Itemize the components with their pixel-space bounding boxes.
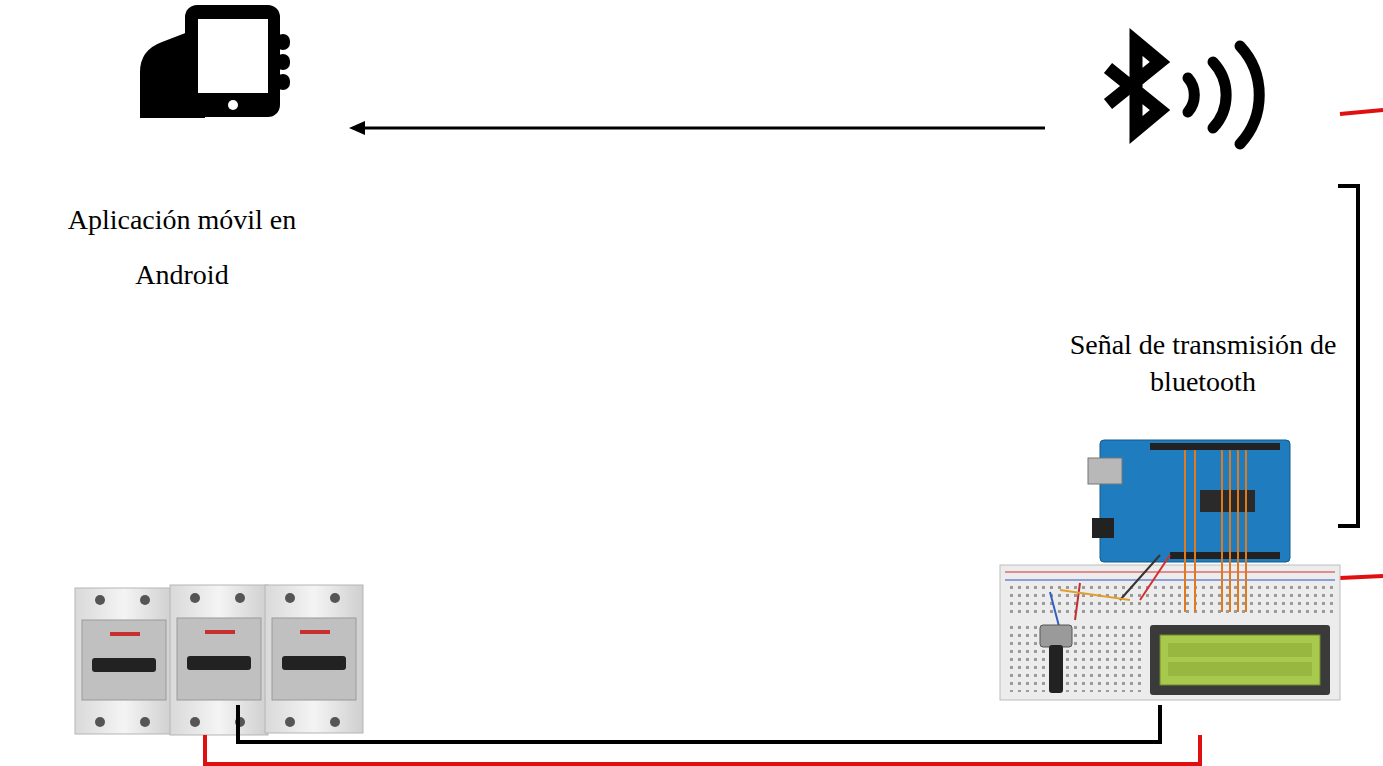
app-node: Aplicación móvil en Android [20, 0, 344, 302]
bracket-marks [1338, 110, 1383, 578]
arrow-head [349, 121, 365, 135]
arrow-line [365, 127, 1045, 130]
bluetooth-node: Señal de transmisión de bluetooth [1045, 30, 1361, 400]
bluetooth-icon [1108, 42, 1259, 144]
node-label: Señal de transmisión de bluetooth [1045, 326, 1361, 400]
arduino-breadboard [1000, 440, 1340, 700]
phone-icon [140, 5, 290, 118]
connection-lines [205, 705, 1200, 764]
circuit-breakers [75, 585, 363, 735]
signal-arrow [349, 121, 1045, 135]
node-label: Aplicación móvil en Android [20, 192, 344, 302]
